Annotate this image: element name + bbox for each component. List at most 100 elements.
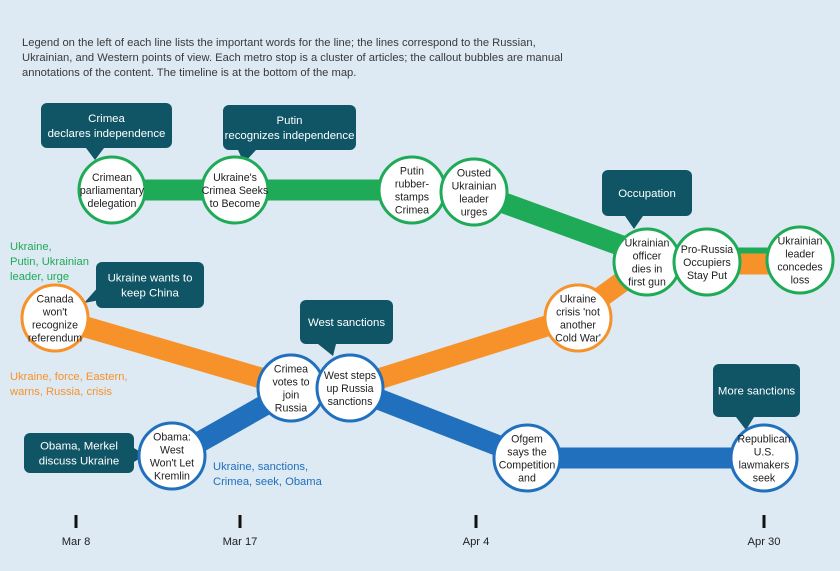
stop-label: Republican xyxy=(737,434,790,446)
stop-label: Putin xyxy=(400,166,424,178)
legend-text: leader, urge xyxy=(10,271,69,283)
stop-label: West xyxy=(160,445,184,457)
stop-label: Kremlin xyxy=(154,471,190,483)
callout-tail xyxy=(625,216,643,229)
callout-occupation: Occupation xyxy=(602,170,692,229)
stop-label: Canada xyxy=(36,294,73,306)
callout-box xyxy=(223,105,356,150)
stop-label: Crimean xyxy=(92,172,132,184)
stop-label: Won't Let xyxy=(150,458,194,470)
stop-label: up Russia xyxy=(326,383,373,395)
stop-label: parliamentary xyxy=(80,185,145,197)
callout-text: declares independence xyxy=(48,128,166,140)
stop-label: and xyxy=(518,473,536,485)
stop-label: won't xyxy=(42,307,67,319)
callout-text: discuss Ukraine xyxy=(39,456,119,468)
legend-text: Ukraine, force, Eastern, xyxy=(10,371,128,383)
stop-circle xyxy=(20,283,90,353)
stop-label: West steps xyxy=(324,370,376,382)
stop-circle xyxy=(439,157,509,227)
tick-mark xyxy=(474,515,478,528)
callout-box xyxy=(96,262,204,308)
stop-label: another xyxy=(560,320,596,332)
stop-label: Competition xyxy=(499,460,556,472)
stop-label: urges xyxy=(461,207,488,219)
stop-circle xyxy=(200,155,270,225)
timeline-tick: Mar 17 xyxy=(223,515,257,548)
callout-box xyxy=(300,300,393,344)
stop-circle xyxy=(137,421,207,491)
stop-label: rubber- xyxy=(395,179,430,191)
stop-circle xyxy=(77,155,147,225)
stop-label: Ukrainian xyxy=(452,181,497,193)
stop-label: Crimea xyxy=(395,205,429,217)
stop-label: Ousted xyxy=(457,168,491,180)
stop-label: concedes xyxy=(777,262,822,274)
stop-label: seek xyxy=(753,473,776,485)
stop-label: first gun xyxy=(628,277,666,289)
legend-orange: Ukraine, force, Eastern, warns, Russia, c… xyxy=(9,371,128,398)
stop-label: to Become xyxy=(210,198,261,210)
stop-label: officer xyxy=(633,251,662,263)
stop-circle xyxy=(492,423,562,493)
stop-circle xyxy=(729,423,799,493)
stop-label: Ukrainian xyxy=(625,238,670,250)
callout-text: Crimea xyxy=(88,113,125,125)
stop-label: loss xyxy=(791,275,810,287)
stop-circle xyxy=(315,353,385,423)
stop-label: crisis 'not xyxy=(556,307,600,319)
metro-stops: CrimeanparliamentarydelegationUkraine'sC… xyxy=(20,155,835,493)
stop-label: delegation xyxy=(88,198,137,210)
stop-label: lawmakers xyxy=(739,460,790,472)
legend-blue: Ukraine, sanctions,Crimea, seek, Obama xyxy=(213,461,323,488)
stop-circle xyxy=(543,283,613,353)
stop-label: stamps xyxy=(395,192,429,204)
callout-box xyxy=(24,433,134,473)
stop-label: Stay Put xyxy=(687,270,727,282)
callout-tail xyxy=(736,417,754,430)
stop-label: Ukrainian xyxy=(778,236,823,248)
callout-text: More sanctions xyxy=(718,386,796,398)
stop-label: leader xyxy=(459,194,489,206)
legend-text: Crimea, seek, Obama xyxy=(213,476,323,488)
intro-text: Legend on the left of each line lists th… xyxy=(22,37,563,79)
tick-mark xyxy=(762,515,766,528)
stop-label: Ofgem xyxy=(511,434,543,446)
callout-text: West sanctions xyxy=(308,317,385,329)
stop-label: Ukraine's xyxy=(213,172,257,184)
tick-mark xyxy=(238,515,242,528)
legend-text: warns, Russia, crisis xyxy=(9,386,112,398)
stop-label: Ukraine xyxy=(560,294,597,306)
stop-label: Obama: xyxy=(153,432,191,444)
callout-text: keep China xyxy=(121,288,179,300)
callout-west-sanctions: West sanctions xyxy=(300,300,393,356)
tick-mark xyxy=(74,515,78,528)
callout-tail xyxy=(86,148,104,160)
stop-label: referendum xyxy=(28,333,82,345)
callout-crimea-declares-independence: Crimea declares independence xyxy=(41,103,172,160)
callout-box xyxy=(602,170,692,216)
stop-label: Pro-Russia xyxy=(681,244,734,256)
stop-label: Russia xyxy=(275,403,307,415)
stop-label: U.S. xyxy=(754,447,775,459)
callout-box xyxy=(41,103,172,148)
stop-label: Crimea Seeks xyxy=(202,185,269,197)
stop-label: Cold War' xyxy=(555,333,601,345)
callout-tail xyxy=(318,344,336,356)
stop-label: join xyxy=(282,390,300,402)
timeline-tick: Apr 4 xyxy=(463,515,489,548)
